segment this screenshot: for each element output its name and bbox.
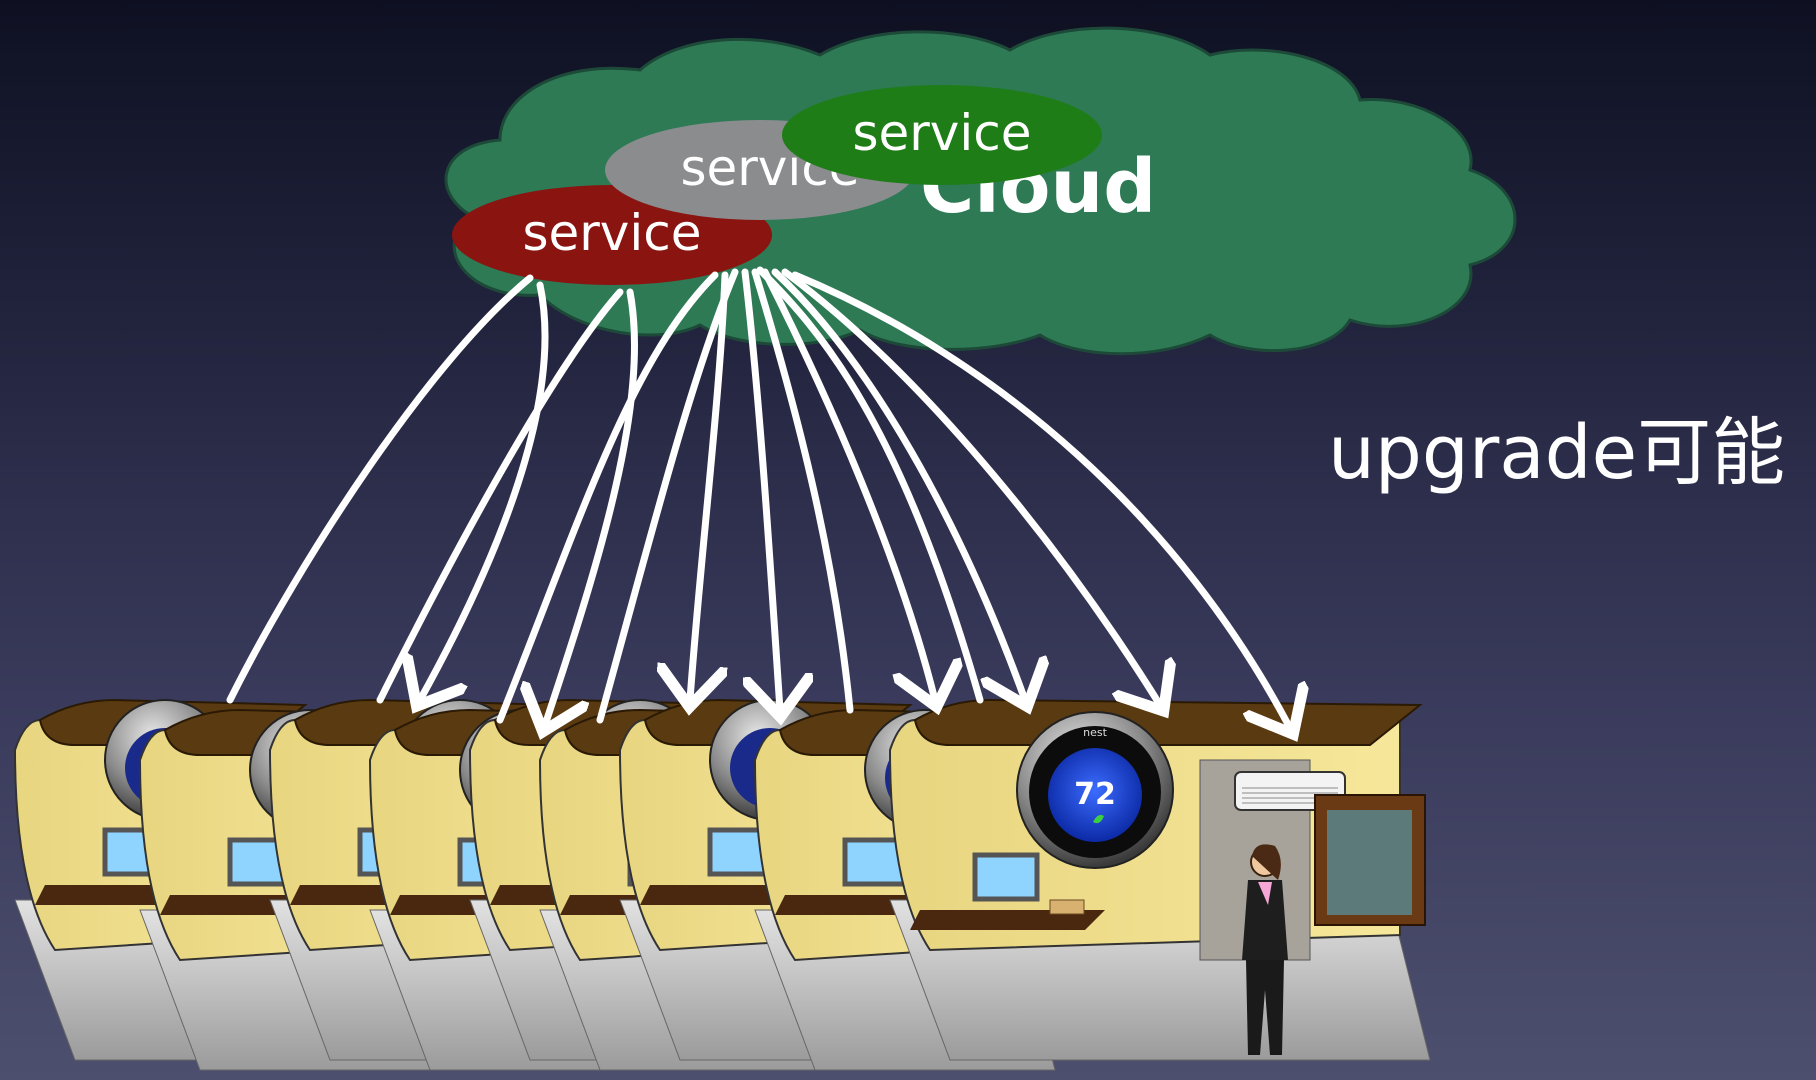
upgrade-label: upgrade可能 xyxy=(1328,410,1785,496)
woman-figure xyxy=(1242,844,1288,1055)
arrow-5 xyxy=(496,271,719,724)
arrow-14 xyxy=(756,266,984,704)
desk xyxy=(910,910,1105,930)
leaf-icon xyxy=(1093,814,1104,824)
woman-collar xyxy=(1258,882,1272,905)
arrow-6 xyxy=(690,271,729,700)
arrow-7 xyxy=(596,268,739,724)
arrow-10 xyxy=(761,268,935,700)
arrow-13 xyxy=(791,271,1290,728)
service-green-label: service xyxy=(852,104,1031,162)
arrow-4 xyxy=(545,288,638,725)
arrow-9 xyxy=(751,268,854,714)
arrow-2 xyxy=(420,281,549,700)
nest-blue-dial xyxy=(1048,748,1142,842)
desk-box xyxy=(1049,899,1085,915)
arrow-3 xyxy=(376,288,624,704)
arrow-11 xyxy=(771,268,1025,700)
nest-brand-label: nest xyxy=(1083,726,1107,739)
nest-temperature: 72 xyxy=(1074,777,1116,812)
nest-thermostat: nest 72 xyxy=(1016,711,1174,869)
woman-hair xyxy=(1252,844,1281,880)
service-red-label: service xyxy=(522,204,701,262)
woman-pants xyxy=(1246,960,1284,1055)
arrow-1 xyxy=(226,274,534,704)
connection-arrows xyxy=(226,266,1290,728)
arrow-12 xyxy=(781,268,1160,705)
tv-screen xyxy=(972,852,1040,902)
arrow-8 xyxy=(741,268,780,710)
door-panel xyxy=(1327,810,1412,915)
house-row: nest 72 xyxy=(13,698,1431,1071)
service-green: service xyxy=(782,85,1102,185)
service-green-ellipse xyxy=(782,85,1102,185)
house-roof xyxy=(913,698,1423,746)
woman-jacket xyxy=(1242,880,1288,960)
